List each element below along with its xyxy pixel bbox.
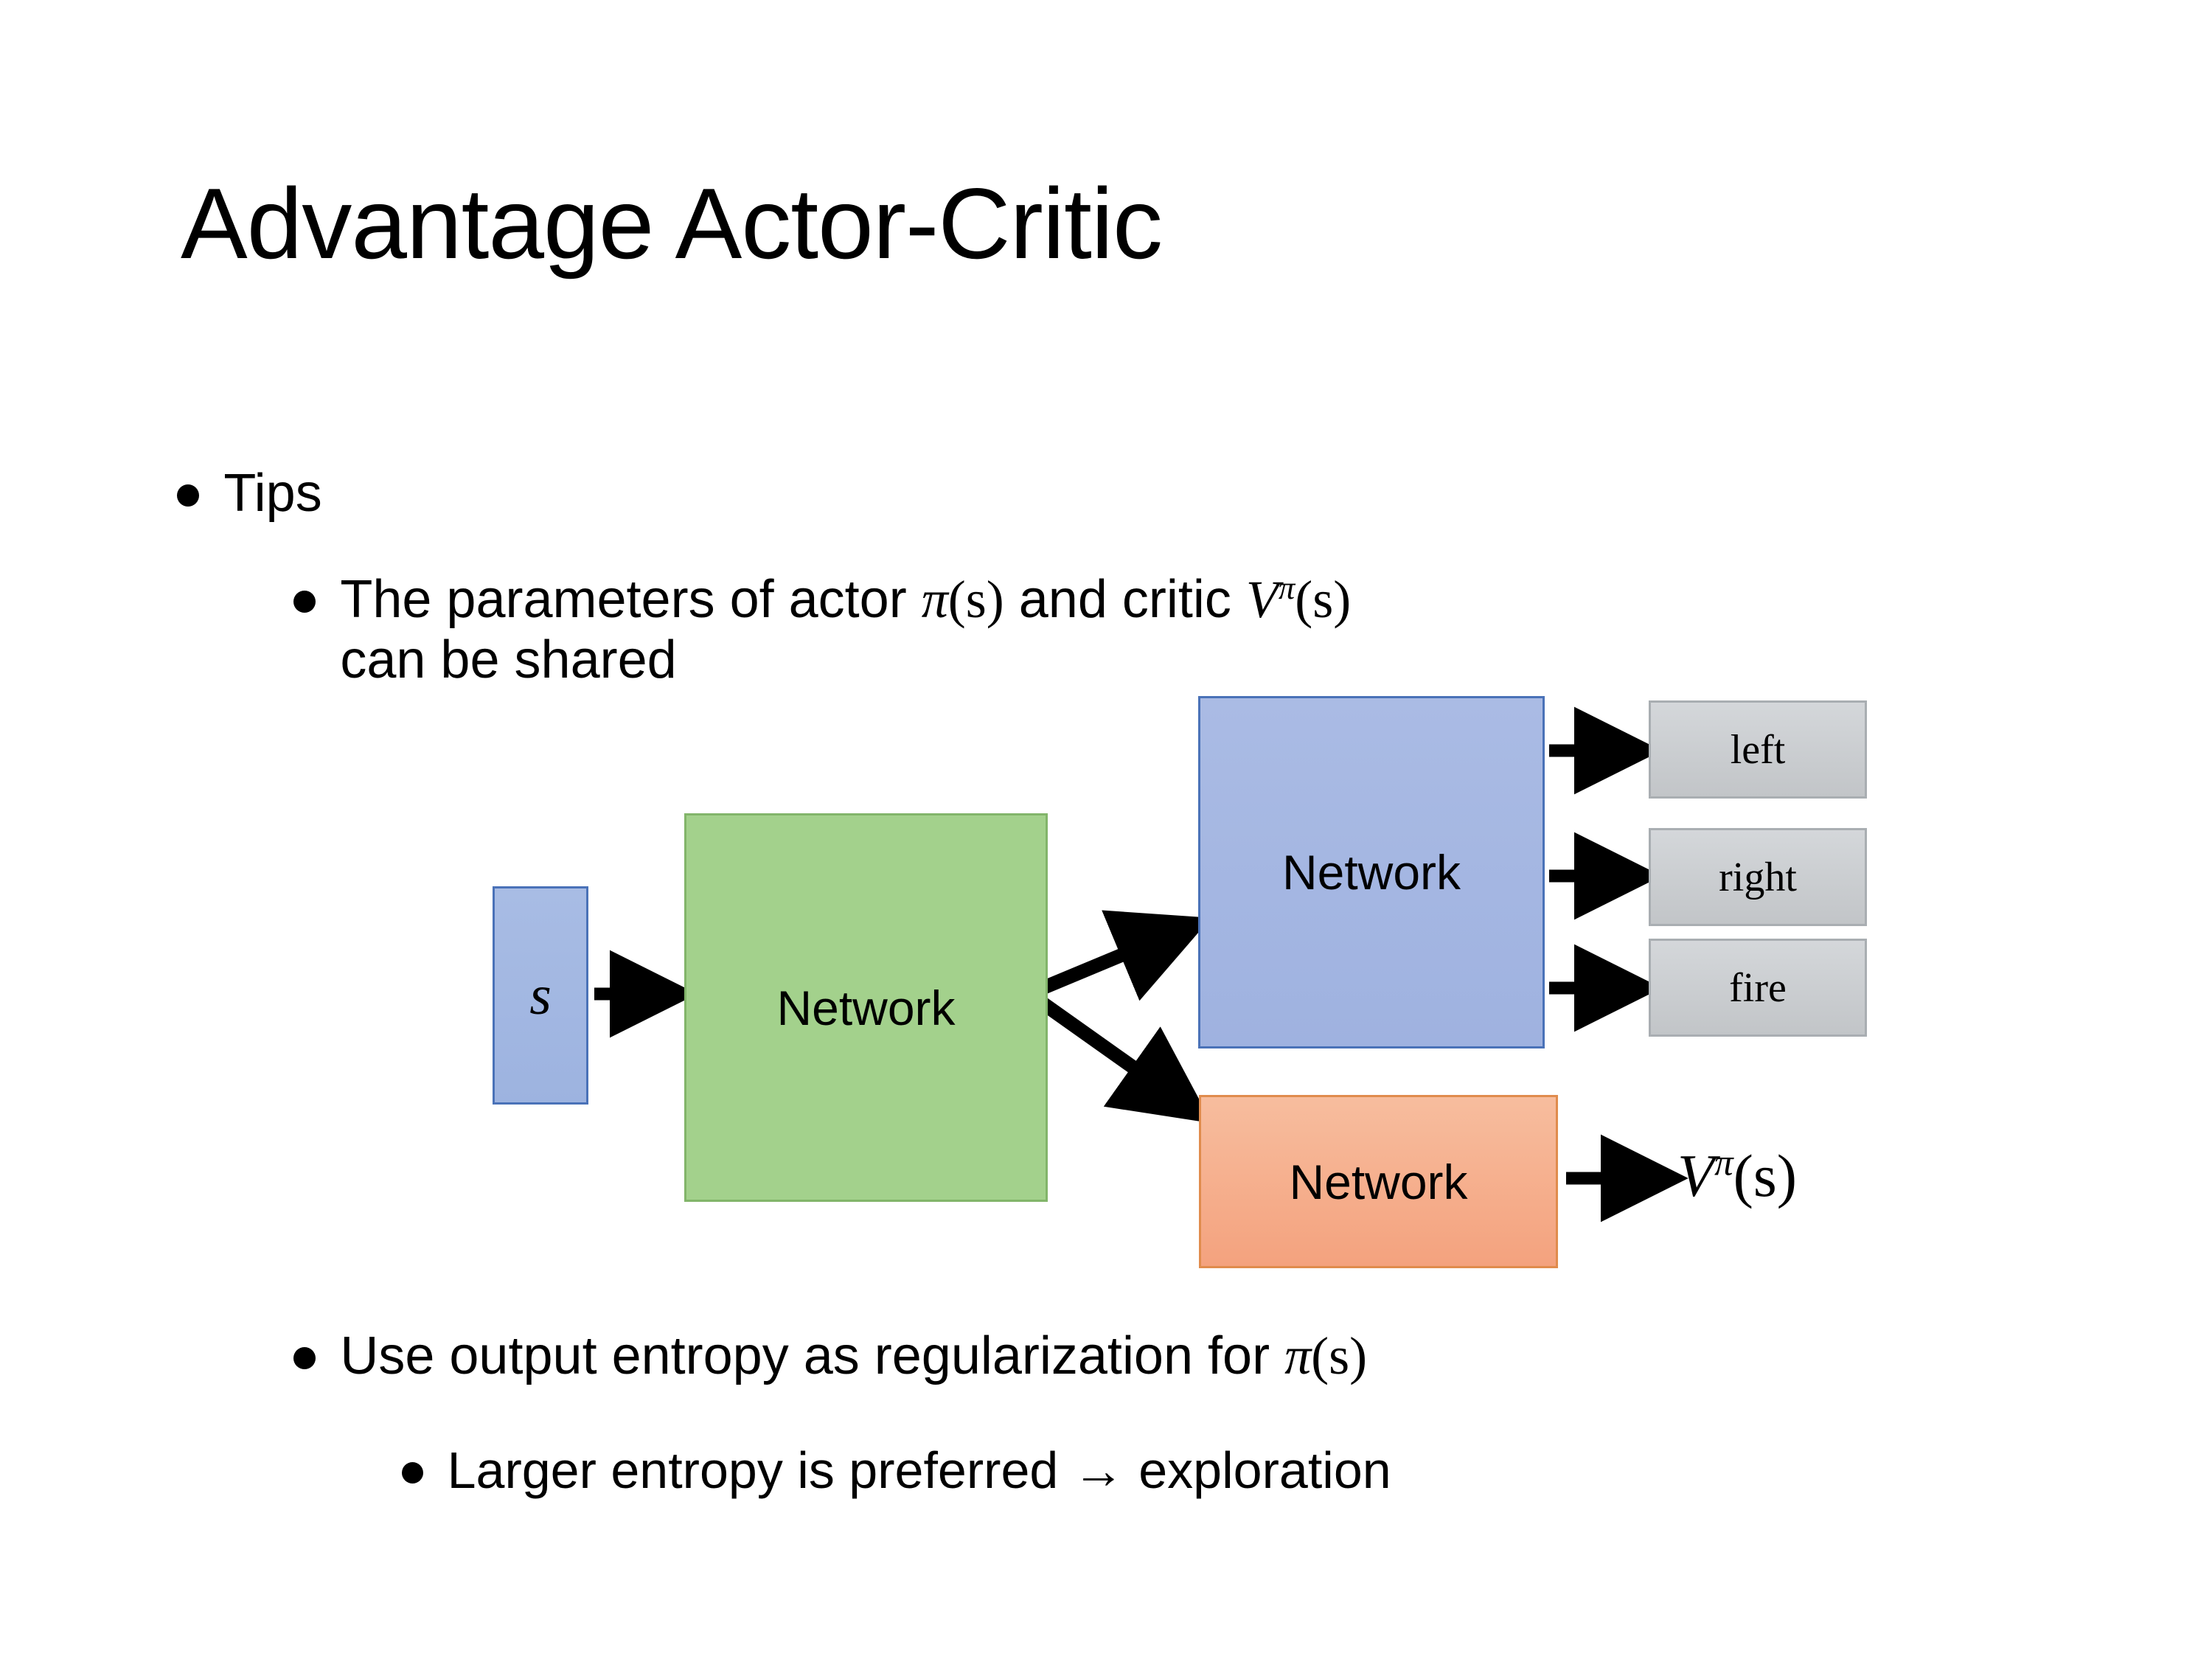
action-label-left: left — [1730, 726, 1786, 773]
math-critic-value: Vπ(s) — [1246, 570, 1351, 629]
critic-network-label: Network — [1289, 1154, 1468, 1209]
math-actor-pi: π — [921, 570, 948, 629]
bullet-label-tips: Tips — [223, 464, 322, 523]
bullet-dot-icon — [177, 484, 200, 507]
action-box-right[interactable]: right — [1649, 828, 1867, 926]
actor-network-box[interactable]: Network — [1198, 696, 1545, 1048]
state-label: s — [529, 964, 552, 1026]
params-text-1: The parameters of actor — [340, 570, 922, 629]
bullet-dot-icon — [402, 1462, 424, 1484]
value-function-output: Vπ(s) — [1677, 1141, 1797, 1211]
action-label-fire: fire — [1729, 964, 1787, 1011]
bullet-dot-icon — [293, 1346, 316, 1370]
action-label-right: right — [1719, 854, 1797, 900]
bullet-item-entropy-regularization: Use output entropy as regularization for… — [293, 1326, 1367, 1386]
math-entropy-pi: π — [1284, 1326, 1312, 1385]
shared-network-box[interactable]: Network — [684, 813, 1048, 1202]
arrow-shared-to-actor — [1031, 910, 1211, 1001]
action-box-fire[interactable]: fire — [1649, 939, 1867, 1037]
critic-network-box[interactable]: Network — [1199, 1095, 1558, 1268]
params-text-3: can be shared — [340, 630, 677, 690]
bullet-label-shared-parameters: The parameters of actor π(s) and critic … — [340, 569, 1815, 690]
value-output-v: V — [1677, 1142, 1715, 1209]
bullet-item-tips: Tips — [177, 463, 322, 524]
action-box-left[interactable]: left — [1649, 700, 1867, 799]
bullet-item-shared-parameters: The parameters of actor π(s) and critic … — [293, 569, 1815, 690]
math-actor-arg: (s) — [947, 570, 1004, 629]
math-entropy-arg: (s) — [1311, 1326, 1368, 1385]
value-output-sup-pi: π — [1714, 1141, 1733, 1183]
params-text-2: and critic — [1004, 570, 1246, 629]
state-input-box[interactable]: s — [493, 886, 588, 1105]
shared-network-label: Network — [776, 980, 956, 1035]
entropy-text: Use output entropy as regularization for — [340, 1326, 1285, 1385]
bullet-item-larger-entropy: Larger entropy is preferred → exploratio… — [402, 1441, 1391, 1500]
math-critic-sup-pi: π — [1278, 569, 1295, 606]
bullet-label-larger-entropy: Larger entropy is preferred → exploratio… — [447, 1441, 1391, 1499]
bullet-dot-icon — [293, 590, 316, 613]
bullet-label-entropy-regularization: Use output entropy as regularization for… — [340, 1326, 1367, 1386]
math-critic-arg: (s) — [1295, 570, 1352, 629]
arrow-shared-to-critic — [1029, 991, 1212, 1124]
page-title: Advantage Actor-Critic — [181, 167, 1163, 279]
math-entropy-policy: π(s) — [1284, 1326, 1367, 1385]
value-output-arg: (s) — [1733, 1142, 1798, 1209]
math-actor-policy: π(s) — [922, 570, 1004, 629]
math-critic-v: V — [1245, 570, 1279, 629]
actor-network-label: Network — [1281, 845, 1461, 900]
